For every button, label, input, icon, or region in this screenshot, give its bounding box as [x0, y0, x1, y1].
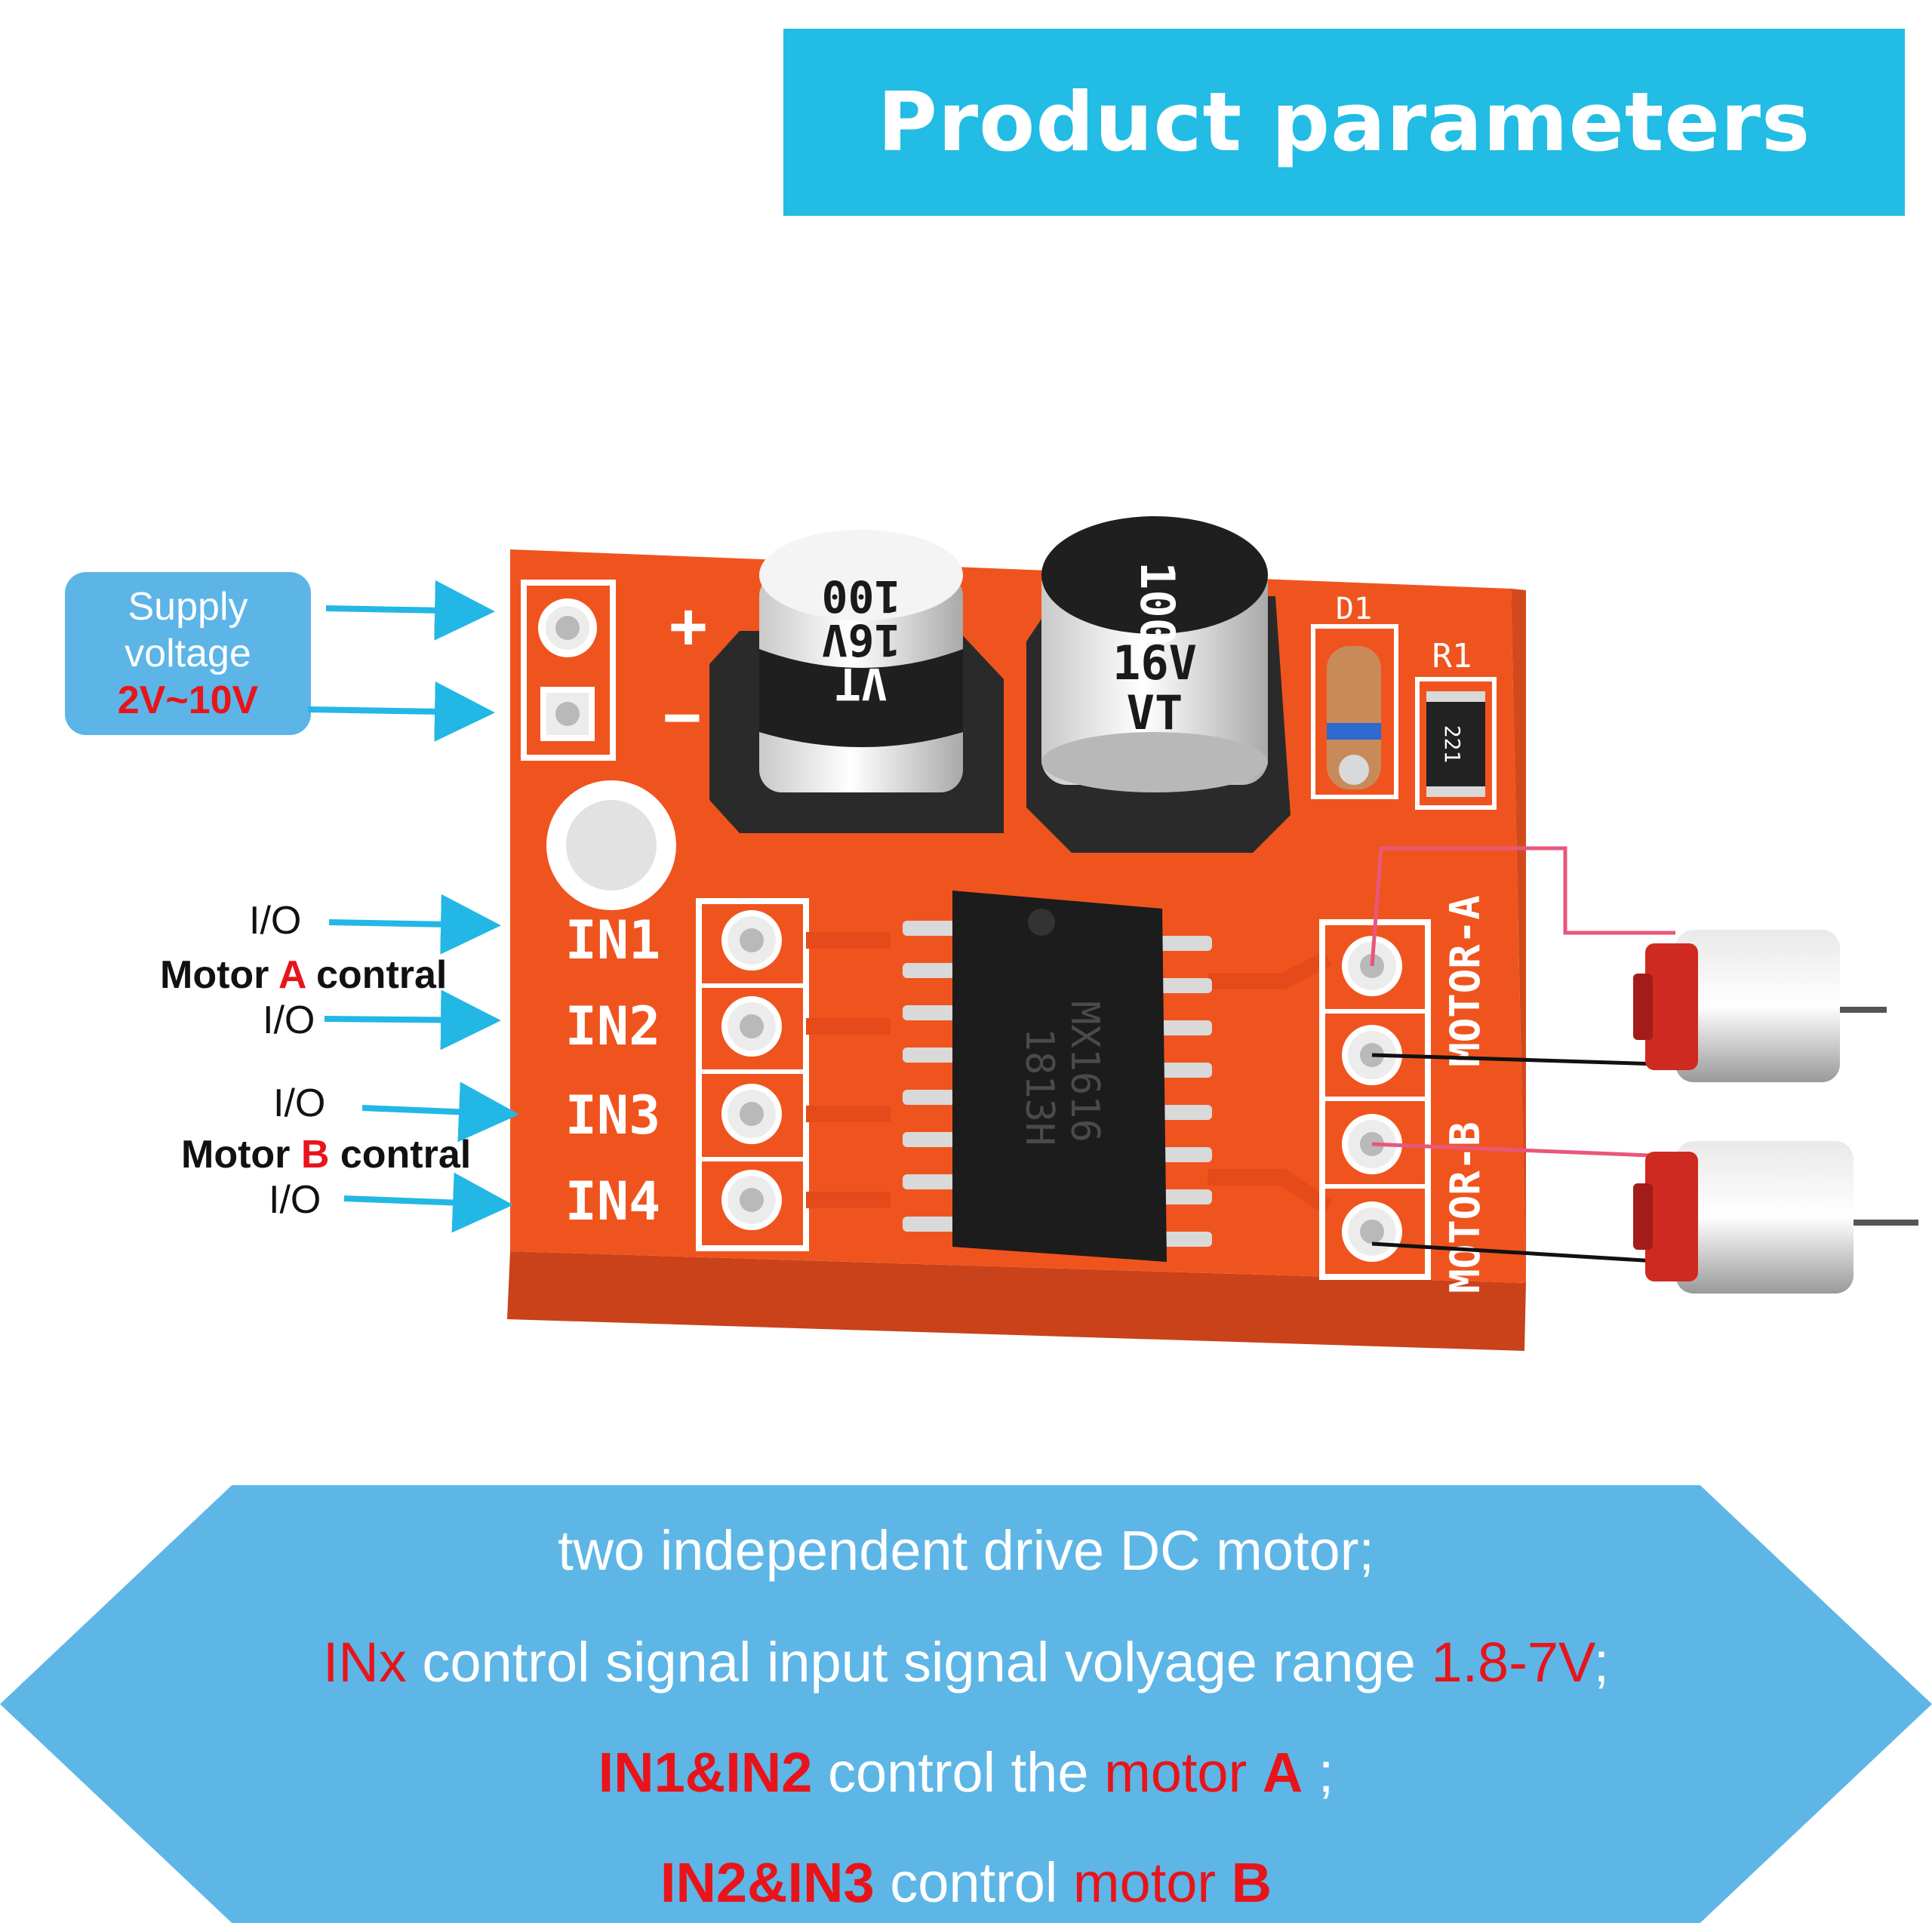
arrow-in1 [328, 894, 501, 955]
page-title: Product parameters [877, 75, 1811, 170]
cap2-series: VT [1127, 685, 1183, 740]
arrow-supply-minus [307, 681, 495, 742]
chip-marking-line2: 1813H [1017, 1028, 1062, 1146]
input-header [696, 898, 809, 1251]
motor-a-suffix: contral [305, 953, 448, 997]
diode-d1 [1311, 624, 1398, 799]
plus-silkscreen: + [669, 589, 708, 663]
io-label-in4: I/O [269, 1178, 321, 1222]
resistor-r1: 221 [1415, 677, 1497, 810]
minus-silkscreen: − [663, 679, 702, 753]
motor-b-suffix: contral [329, 1133, 472, 1177]
io-label-in1: I/O [249, 899, 302, 943]
feature-line-4-mid: control [874, 1851, 1073, 1914]
motor-word-b: motor [1072, 1851, 1232, 1914]
power-header [521, 580, 616, 761]
motor-b-letter: B [300, 1133, 330, 1177]
in2-in3-label: IN2&IN3 [660, 1851, 875, 1914]
feature-line-2-end: ; [1593, 1631, 1610, 1694]
io-label-in3: I/O [273, 1081, 326, 1125]
resistor-code: 221 [1440, 725, 1465, 764]
feature-panel [0, 1485, 1932, 1923]
inx-label: INx [322, 1631, 407, 1694]
motor-letter-a: A [1262, 1741, 1303, 1804]
pin-label-in1: IN1 [565, 909, 660, 971]
motor-output-header [1319, 919, 1431, 1280]
capacitor-c1: 100 16V VT [709, 530, 1004, 833]
feature-line-2: INx control signal input signal volyage … [0, 1630, 1932, 1694]
motor-word-a: motor [1104, 1741, 1263, 1804]
d1-silkscreen: D1 [1336, 592, 1372, 626]
callout-arrows [307, 580, 519, 1233]
motor-b-prefix: Motor [181, 1133, 301, 1177]
cap1-series: VT [835, 658, 888, 709]
pin-label-in2: IN2 [565, 995, 660, 1057]
feature-line-3-mid: control the [812, 1741, 1105, 1804]
supply-label-line1: Supply [128, 585, 248, 629]
chip-marking-line1: MX1616 [1062, 1001, 1107, 1143]
dc-motor-a [1633, 930, 1887, 1082]
pin-label-in4: IN4 [565, 1171, 660, 1232]
motor-b-control-label: Motor B contral [181, 1132, 471, 1177]
feature-line-4: IN2&IN3 control motor B [0, 1850, 1932, 1915]
feature-line-3: IN1&IN2 control the motor A ; [0, 1740, 1932, 1804]
r1-silkscreen: R1 [1432, 637, 1472, 675]
cap2-voltage: 16V [1112, 635, 1197, 691]
supply-voltage-range: 2V~10V [117, 678, 259, 722]
feature-line-1-text: two independent drive DC motor; [558, 1519, 1374, 1582]
motor-a-prefix: Motor [160, 953, 278, 997]
io-label-in2: I/O [263, 998, 315, 1042]
in1-in2-label: IN1&IN2 [598, 1741, 813, 1804]
motor-a-letter: A [278, 953, 306, 997]
motor-a-control-label: Motor A contral [160, 952, 447, 998]
arrow-supply-plus [325, 580, 495, 641]
motor-wires [1370, 846, 1675, 1264]
motor-a-silkscreen: MOTOR-A [1441, 895, 1489, 1067]
feature-line-3-end: ; [1303, 1741, 1334, 1804]
feature-line-1: two independent drive DC motor; [0, 1518, 1932, 1583]
supply-voltage-callout: Supply voltage 2V~10V [65, 572, 311, 735]
dc-motor-b [1633, 1141, 1918, 1294]
cap1-value: 100 [822, 571, 901, 622]
mounting-hole-inner [566, 800, 657, 891]
pcb-traces [806, 932, 1334, 1215]
supply-label-line2: voltage [125, 632, 251, 675]
arrow-in2 [324, 989, 501, 1051]
driver-chip: MX1616 1813H [903, 891, 1212, 1262]
voltage-range-value: 1.8-7V [1431, 1631, 1594, 1694]
cap2-value: 100 [1130, 561, 1185, 646]
motor-letter-b: B [1231, 1851, 1272, 1914]
feature-line-2-mid: control signal input signal volyage rang… [406, 1631, 1432, 1694]
arrow-in4 [343, 1172, 513, 1233]
pin-label-in3: IN3 [565, 1084, 660, 1146]
cap1-voltage: 16V [822, 614, 901, 666]
arrow-in3 [361, 1081, 519, 1143]
capacitor-c2: 100 16V VT [1026, 516, 1291, 853]
header-banner: Product parameters [783, 29, 1905, 216]
